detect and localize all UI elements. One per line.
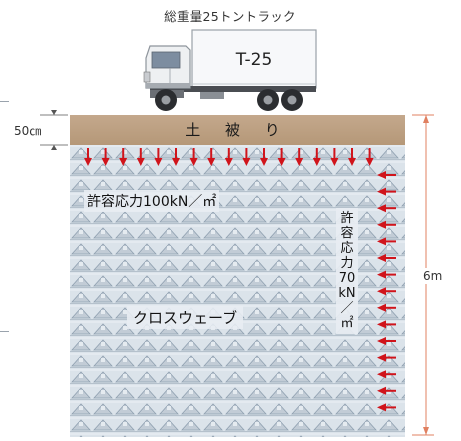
horizontal-load-arrow <box>377 386 396 395</box>
truck-cargo-box <box>191 29 317 89</box>
horizontal-load-arrow <box>377 171 396 179</box>
vertical-load-arrow <box>84 148 92 166</box>
vertical-load-arrow <box>154 148 163 166</box>
truck-illustration: T-25 <box>143 29 317 111</box>
vertical-load-arrow <box>330 148 339 166</box>
vertical-stress-label: 許 容 応 力 70 kN ／ ㎡ <box>336 208 358 334</box>
vertical-load-arrow <box>172 148 180 166</box>
vertical-load-arrow <box>312 148 321 166</box>
horizontal-load-arrow <box>377 403 396 412</box>
horizontal-load-arrow <box>377 353 396 362</box>
vertical-load-arrow <box>365 148 374 166</box>
horizontal-stress-label: 許容応力100kN／㎡ <box>84 190 220 212</box>
vertical-load-arrow <box>119 148 128 166</box>
vertical-load-arrow <box>348 148 356 166</box>
vertical-load-arrow <box>101 148 110 166</box>
horizontal-load-arrow <box>377 303 396 312</box>
horizontal-load-arrow <box>377 220 396 229</box>
soil-thickness-label: 50㎝ <box>14 124 42 138</box>
horizontal-load-arrow <box>377 320 396 329</box>
vertical-load-arrow <box>277 148 286 166</box>
vertical-load-arrow <box>207 148 216 166</box>
horizontal-load-arrow <box>377 337 396 345</box>
vertical-stress-char: 70 <box>338 271 356 286</box>
vertical-stress-char: ／ <box>340 301 354 316</box>
truck-plate-text: T-25 <box>235 50 273 70</box>
soil-cover-label: 土 被 り <box>185 121 290 139</box>
left-edge-line <box>0 331 9 332</box>
horizontal-load-arrow <box>377 370 396 379</box>
vertical-stress-char: kN <box>338 286 356 301</box>
horizontal-load-arrow <box>377 254 396 262</box>
horizontal-load-arrow <box>377 287 396 296</box>
vertical-load-arrow <box>260 148 268 166</box>
horizontal-load-arrow <box>377 187 396 196</box>
vertical-load-arrow <box>189 148 198 166</box>
soil-cover-layer <box>70 115 405 145</box>
soil-thickness-dimension <box>40 110 68 150</box>
vertical-stress-char: ㎡ <box>340 316 354 331</box>
truck-title: 総重量25トントラック <box>164 9 296 24</box>
horizontal-load-arrow <box>377 270 396 279</box>
vertical-load-arrow <box>224 148 233 166</box>
vertical-stress-char: 許 <box>340 211 354 226</box>
crosswave-name-label: クロスウェーブ <box>127 306 244 329</box>
left-edge-line <box>0 101 9 102</box>
horizontal-load-arrow <box>377 237 396 246</box>
vertical-stress-char: 力 <box>340 256 354 271</box>
vertical-stress-char: 応 <box>340 241 354 256</box>
truck-wheels <box>155 89 303 111</box>
vertical-stress-char: 容 <box>340 226 354 241</box>
height-dimension-label: 6m <box>421 268 445 284</box>
vertical-load-arrow <box>136 148 145 166</box>
vertical-load-arrow <box>295 148 304 166</box>
vertical-load-arrow <box>242 148 251 166</box>
horizontal-load-arrow <box>377 204 396 213</box>
